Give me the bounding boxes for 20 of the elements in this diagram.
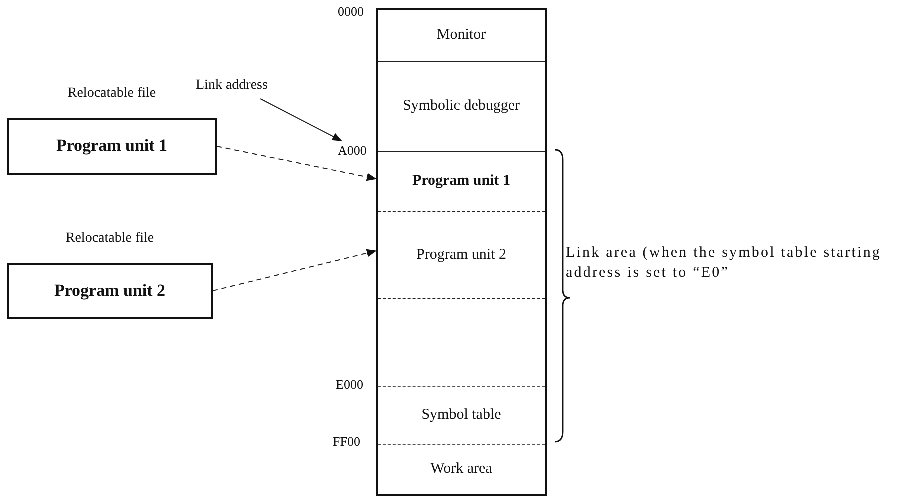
address-label: A000 (338, 143, 367, 158)
region-name: Symbol table (422, 407, 502, 424)
region-name: Program unit 2 (416, 246, 506, 264)
address-label: 0000 (338, 4, 364, 20)
note-text: Link area (when the symbol table starting address is set to “E0” (566, 244, 883, 283)
address-label: FF00 (333, 434, 360, 450)
file-heading: Relocatable file (66, 86, 158, 102)
arrow (216, 146, 377, 182)
file-heading: Relocatable file (64, 231, 156, 247)
address-label: E000 (336, 377, 364, 393)
unit-name: Program unit 2 (53, 281, 167, 301)
leader-line (260, 98, 342, 142)
memory-map-box (376, 8, 547, 496)
callout-text: Link address (196, 78, 268, 93)
region-name: Program unit 1 (412, 173, 511, 190)
unit-name: Program unit 1 (55, 136, 169, 156)
arrow (212, 249, 377, 292)
region-name: Symbolic debugger (402, 98, 520, 115)
region-name: Monitor (436, 27, 486, 44)
region-name: Work area (430, 461, 492, 478)
